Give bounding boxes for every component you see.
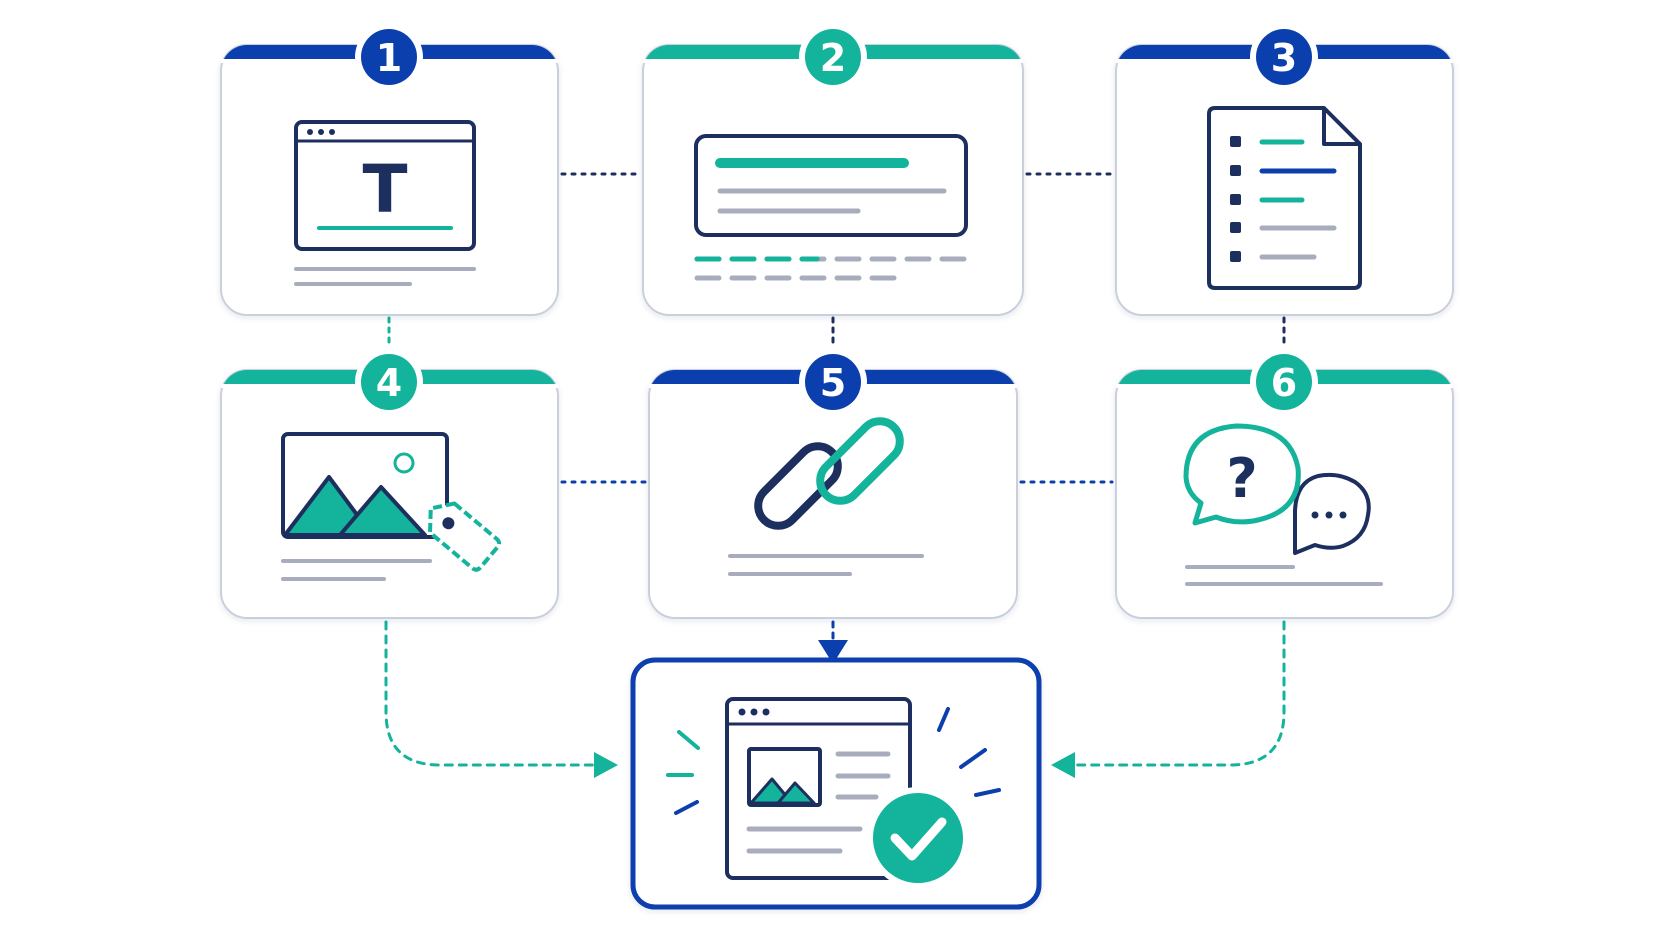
step-number-2: 2 [820,36,846,80]
step-card-3: 3 [1115,23,1454,316]
image-tag-icon [281,432,502,572]
step-card-2: 2 [642,23,1024,316]
connectors [384,172,1286,767]
step-card-5: 5 [648,348,1018,619]
step-card-1: 1 T [220,23,559,316]
icon-letter: T [362,151,407,228]
link-icon [754,417,904,530]
result-card [630,657,1042,910]
step-number-3: 3 [1271,36,1297,80]
step-card-4: 4 [220,348,559,619]
published-page-check-icon [725,697,969,889]
arrowhead-down [818,640,848,664]
arrowhead-left [594,752,618,778]
step-number-6: 6 [1271,361,1297,405]
checklist-document-icon [1207,106,1362,290]
arrowhead-right [1051,752,1075,778]
text-block-icon [694,134,968,237]
text-title-icon: T [294,120,476,251]
dashed-progress-lines [694,256,969,281]
step-number-1: 1 [376,36,402,80]
question-mark: ? [1226,447,1257,510]
tag-icon [428,501,502,572]
question-chat-icon: ? [1183,423,1371,555]
step-card-6: 6 ? [1115,348,1454,619]
check-circle-icon [867,787,969,889]
arrow-6-to-result [1068,620,1286,767]
arrow-4-to-result [384,620,597,767]
step-number-4: 4 [376,361,402,405]
burst-lines [666,707,1001,815]
step-number-5: 5 [820,361,846,405]
